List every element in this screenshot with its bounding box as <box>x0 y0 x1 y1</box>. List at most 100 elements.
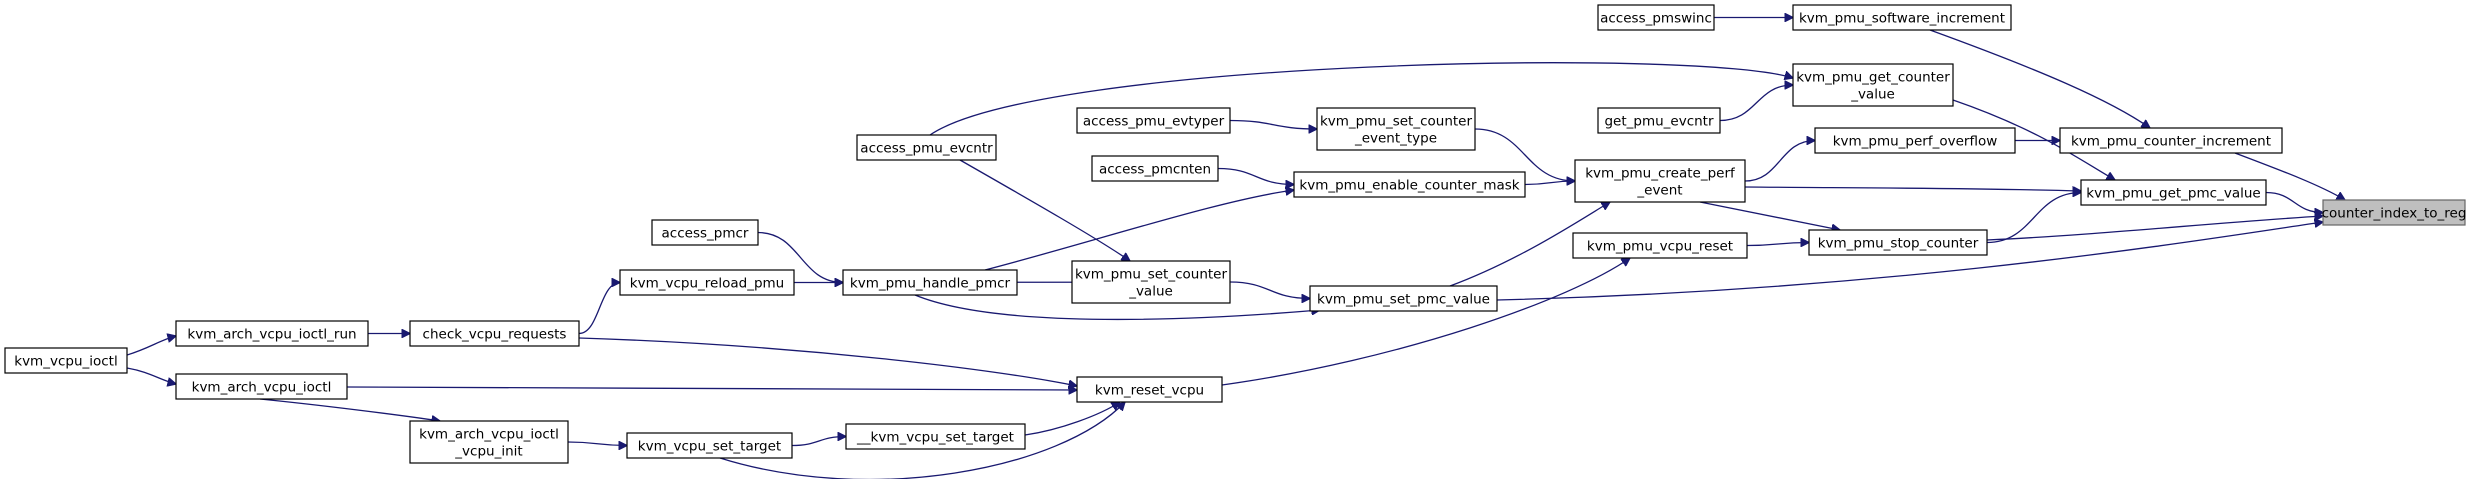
edge-kvm_pmu_set_pmc_value-to-kvm_pmu_create_perf_event <box>1449 202 1610 287</box>
node-kvm_pmu_get_pmc_value[interactable]: kvm_pmu_get_pmc_value <box>2080 179 2267 206</box>
edge-check_vcpu_requests-to-kvm_vcpu_reload_pmu <box>578 283 620 335</box>
edge-kvm_vcpu_set_target-to-kvm_reset_vcpu <box>719 402 1125 479</box>
node-box <box>1316 107 1476 151</box>
nodes-layer: counter_index_to_reg access_pmswinc kvm_pm… <box>4 4 2467 464</box>
node-box <box>845 423 1026 450</box>
edge-access_pmu_evcntr-to-kvm_pmu_set_counter_value <box>959 159 1130 261</box>
node-box <box>2322 199 2466 226</box>
node-label: kvm_pmu_get_pmc_value <box>2086 186 2260 202</box>
node-label: _event_type <box>1354 131 1437 147</box>
node-box <box>409 320 580 347</box>
node-access_pmswinc[interactable]: access_pmswinc <box>1597 4 1715 31</box>
node-label: access_pmu_evtyper <box>1083 114 1225 130</box>
edge-kvm_pmu_enable_counter_mask-to-kvm_pmu_create_perf_event <box>1524 181 1575 185</box>
node-box <box>619 269 795 296</box>
node-box <box>1808 229 1988 256</box>
node-box <box>1091 155 1219 182</box>
node-kvm_reset_vcpu[interactable]: kvm_reset_vcpu <box>1076 376 1223 403</box>
edge-get_pmu_evcntr-to-kvm_pmu_get_counter_value <box>1719 85 1793 122</box>
node-label: check_vcpu_requests <box>423 327 567 343</box>
edge-kvm_arch_vcpu_ioctl-to-kvm_arch_vcpu_ioctl_vcpu_init <box>259 398 440 421</box>
edge-kvm_pmu_create_perf_event-to-kvm_pmu_get_pmc_value <box>1744 187 2081 191</box>
node-box <box>1309 285 1498 312</box>
node-label: kvm_pmu_software_increment <box>1799 11 2005 27</box>
edge-kvm_pmu_vcpu_reset-to-kvm_pmu_stop_counter <box>1746 243 1809 246</box>
node-kvm_vcpu_ioctl[interactable]: kvm_vcpu_ioctl <box>4 347 128 374</box>
node-label: get_pmu_evcntr <box>1604 114 1714 130</box>
node-access_pmu_evcntr[interactable]: access_pmu_evcntr <box>856 134 997 161</box>
node-box <box>4 347 128 374</box>
node-label: kvm_pmu_enable_counter_mask <box>1299 178 1519 194</box>
node-check_vcpu_requests[interactable]: check_vcpu_requests <box>409 320 580 347</box>
node-label: access_pmswinc <box>1600 11 1712 27</box>
node-label: kvm_pmu_vcpu_reset <box>1587 239 1733 255</box>
edge-kvm_pmu_set_counter_value-to-kvm_pmu_set_pmc_value <box>1229 281 1310 299</box>
node-get_pmu_evcntr[interactable]: get_pmu_evcntr <box>1597 107 1721 134</box>
node-counter_index_to_reg[interactable]: counter_index_to_reg <box>2322 199 2467 226</box>
node-label: kvm_pmu_get_counter <box>1796 70 1950 86</box>
node-kvm_vcpu_set_target[interactable]: kvm_vcpu_set_target <box>626 432 793 459</box>
node-kvm_pmu_perf_overflow[interactable]: kvm_pmu_perf_overflow <box>1814 127 2016 154</box>
node-kvm_arch_vcpu_ioctl_vcpu_init[interactable]: kvm_arch_vcpu_ioctl_vcpu_init <box>409 420 569 464</box>
node-kvm_pmu_stop_counter[interactable]: kvm_pmu_stop_counter <box>1808 229 1988 256</box>
node-kvm_pmu_get_counter_value[interactable]: kvm_pmu_get_counter_value <box>1792 63 1954 107</box>
node-box <box>1597 107 1721 134</box>
node-box <box>2059 127 2283 154</box>
edge-kvm_pmu_handle_pmcr-to-kvm_pmu_set_pmc_value <box>914 294 1320 321</box>
node-box <box>856 134 997 161</box>
node-kvm_arch_vcpu_ioctl[interactable]: kvm_arch_vcpu_ioctl <box>175 373 348 400</box>
node-kvm_pmu_create_perf_event[interactable]: kvm_pmu_create_perf_event <box>1574 159 1746 203</box>
node-access_pmu_evtyper[interactable]: access_pmu_evtyper <box>1076 107 1231 134</box>
edge-kvm_pmu_set_pmc_value-to-counter_index_to_reg <box>1496 222 2323 301</box>
edge-check_vcpu_requests-to-kvm_reset_vcpu <box>578 337 1077 386</box>
node-__kvm_vcpu_set_target[interactable]: __kvm_vcpu_set_target <box>845 423 1026 450</box>
node-box <box>1076 107 1231 134</box>
node-box <box>626 432 793 459</box>
node-label: kvm_arch_vcpu_ioctl_run <box>187 327 356 343</box>
node-label: kvm_vcpu_set_target <box>638 439 781 455</box>
edge-access_pmcnten-to-kvm_pmu_enable_counter_mask <box>1217 167 1294 185</box>
node-access_pmcnten[interactable]: access_pmcnten <box>1091 155 1219 182</box>
edge-kvm_pmu_create_perf_event-to-kvm_pmu_perf_overflow <box>1744 141 1815 182</box>
edges-layer <box>126 18 2345 479</box>
node-kvm_pmu_vcpu_reset[interactable]: kvm_pmu_vcpu_reset <box>1572 232 1748 259</box>
node-label: access_pmcr <box>662 226 749 242</box>
edge-kvm_pmu_software_increment-to-kvm_pmu_counter_increment <box>1929 29 2150 128</box>
node-kvm_pmu_enable_counter_mask[interactable]: kvm_pmu_enable_counter_mask <box>1293 171 1526 198</box>
node-label: kvm_pmu_counter_increment <box>2071 134 2271 150</box>
edge-access_pmcr-to-kvm_pmu_handle_pmcr <box>757 231 843 283</box>
node-label: _value <box>1850 87 1895 103</box>
node-box <box>2080 179 2267 206</box>
node-kvm_arch_vcpu_ioctl_run[interactable]: kvm_arch_vcpu_ioctl_run <box>175 320 369 347</box>
node-label: _event <box>1636 183 1682 199</box>
node-box <box>1071 260 1231 304</box>
node-access_pmcr[interactable]: access_pmcr <box>651 219 759 246</box>
edge-kvm_vcpu_set_target-to-__kvm_vcpu_set_target <box>791 437 846 447</box>
node-kvm_pmu_software_increment[interactable]: kvm_pmu_software_increment <box>1792 4 2012 31</box>
node-box <box>1792 4 2012 31</box>
node-kvm_pmu_handle_pmcr[interactable]: kvm_pmu_handle_pmcr <box>842 269 1018 296</box>
node-label: access_pmcnten <box>1099 162 1211 178</box>
node-kvm_pmu_counter_increment[interactable]: kvm_pmu_counter_increment <box>2059 127 2283 154</box>
edge-kvm_vcpu_ioctl-to-kvm_arch_vcpu_ioctl_run <box>126 336 176 356</box>
node-label: kvm_pmu_stop_counter <box>1818 236 1979 252</box>
edge-kvm_pmu_stop_counter-to-counter_index_to_reg <box>1986 216 2323 241</box>
node-kvm_pmu_set_counter_value[interactable]: kvm_pmu_set_counter_value <box>1071 260 1231 304</box>
node-label: kvm_reset_vcpu <box>1095 383 1204 399</box>
node-label: kvm_arch_vcpu_ioctl <box>419 427 559 443</box>
node-box <box>1572 232 1748 259</box>
node-box <box>1574 159 1746 203</box>
node-kvm_vcpu_reload_pmu[interactable]: kvm_vcpu_reload_pmu <box>619 269 795 296</box>
node-label: access_pmu_evcntr <box>860 141 993 157</box>
edge-__kvm_vcpu_set_target-to-kvm_reset_vcpu <box>1024 402 1120 436</box>
node-box <box>1293 171 1526 198</box>
node-box <box>1597 4 1715 31</box>
node-box <box>409 420 569 464</box>
node-kvm_pmu_set_pmc_value[interactable]: kvm_pmu_set_pmc_value <box>1309 285 1498 312</box>
edge-kvm_pmu_stop_counter-to-kvm_pmu_get_pmc_value <box>1986 193 2081 244</box>
node-box <box>1076 376 1223 403</box>
node-label: kvm_pmu_create_perf <box>1585 166 1736 182</box>
node-box <box>842 269 1018 296</box>
node-kvm_pmu_set_counter_event_type[interactable]: kvm_pmu_set_counter_event_type <box>1316 107 1476 151</box>
node-label: kvm_pmu_set_pmc_value <box>1317 292 1490 308</box>
